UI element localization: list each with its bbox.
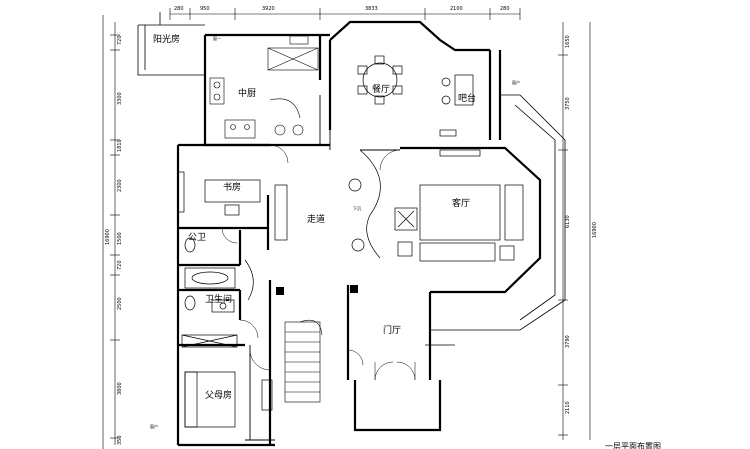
label-dining: 餐厅 <box>372 83 390 95</box>
door-swings <box>221 144 416 381</box>
label-living: 客厅 <box>452 197 470 209</box>
bar-counter <box>439 74 474 137</box>
top-dimension-labels: 280 950 3920 3833 2100 280 <box>174 6 510 12</box>
label-corridor: 走道 <box>307 213 325 225</box>
bathroom-fixtures <box>184 237 254 313</box>
drawing-title: 一层平面布置图 <box>605 441 661 449</box>
dining-table <box>357 55 403 105</box>
top-dim-2: 950 <box>200 6 210 12</box>
top-dim-4: 3833 <box>365 6 378 12</box>
right-dimension-labels: 1650 3750 6130 3790 2110 16900 <box>565 35 598 414</box>
right-dim-3: 6130 <box>565 215 571 228</box>
kitchen-fixtures <box>209 35 319 139</box>
note-kitchen-window: 窗一 <box>213 35 221 41</box>
left-dim-5: 1500 <box>117 232 123 245</box>
left-dim-total: 16900 <box>105 229 111 245</box>
label-study: 书房 <box>223 181 241 193</box>
label-parents: 父母房 <box>205 389 232 401</box>
right-dim-4: 3790 <box>565 335 571 348</box>
label-bathroom: 卫生间 <box>205 293 232 305</box>
study-furniture <box>177 171 288 241</box>
dimension-lines <box>102 8 591 449</box>
exterior-walls <box>176 20 542 447</box>
parents-bedroom-furniture <box>181 334 273 428</box>
left-dim-8: 3800 <box>117 382 123 395</box>
left-dimension-labels: 720 3300 1810 2300 1500 720 2500 3800 35… <box>105 35 123 445</box>
label-kitchen: 中厨 <box>238 87 256 99</box>
top-dim-3: 3920 <box>262 6 275 12</box>
left-dim-4: 2300 <box>117 179 123 192</box>
room-labels: 阳光房 中厨 餐厅 吧台 书房 客厅 走道 公卫 卫生间 门厅 父母房 下沉 窗… <box>150 33 520 429</box>
left-dim-9: 350 <box>117 435 123 445</box>
top-dim-1: 280 <box>174 6 184 12</box>
note-window-left: 窗户 <box>150 423 158 429</box>
columns <box>276 285 358 295</box>
left-dim-7: 2500 <box>117 297 123 310</box>
note-window-right: 窗户 <box>512 79 520 85</box>
left-dim-2: 3300 <box>117 92 123 105</box>
label-sunroom: 阳光房 <box>153 33 180 45</box>
left-dim-1: 720 <box>117 35 123 45</box>
label-foyer: 门厅 <box>383 324 401 336</box>
label-public-wc: 公卫 <box>188 232 206 243</box>
living-furniture <box>348 149 524 262</box>
top-dim-6: 280 <box>500 6 510 12</box>
left-dim-3: 1810 <box>117 139 123 152</box>
right-dim-5: 2110 <box>565 401 571 414</box>
top-dim-5: 2100 <box>450 6 463 12</box>
right-dim-total: 16900 <box>592 222 598 238</box>
left-dim-6: 720 <box>117 260 123 270</box>
interior-walls <box>245 95 400 441</box>
label-sunken: 下沉 <box>353 205 361 211</box>
staircase <box>284 319 323 403</box>
sunroom-walls <box>137 12 205 76</box>
right-dim-2: 3750 <box>565 97 571 110</box>
label-bar: 吧台 <box>458 92 476 104</box>
terrace-outline <box>425 94 566 346</box>
right-dim-1: 1650 <box>565 35 571 48</box>
